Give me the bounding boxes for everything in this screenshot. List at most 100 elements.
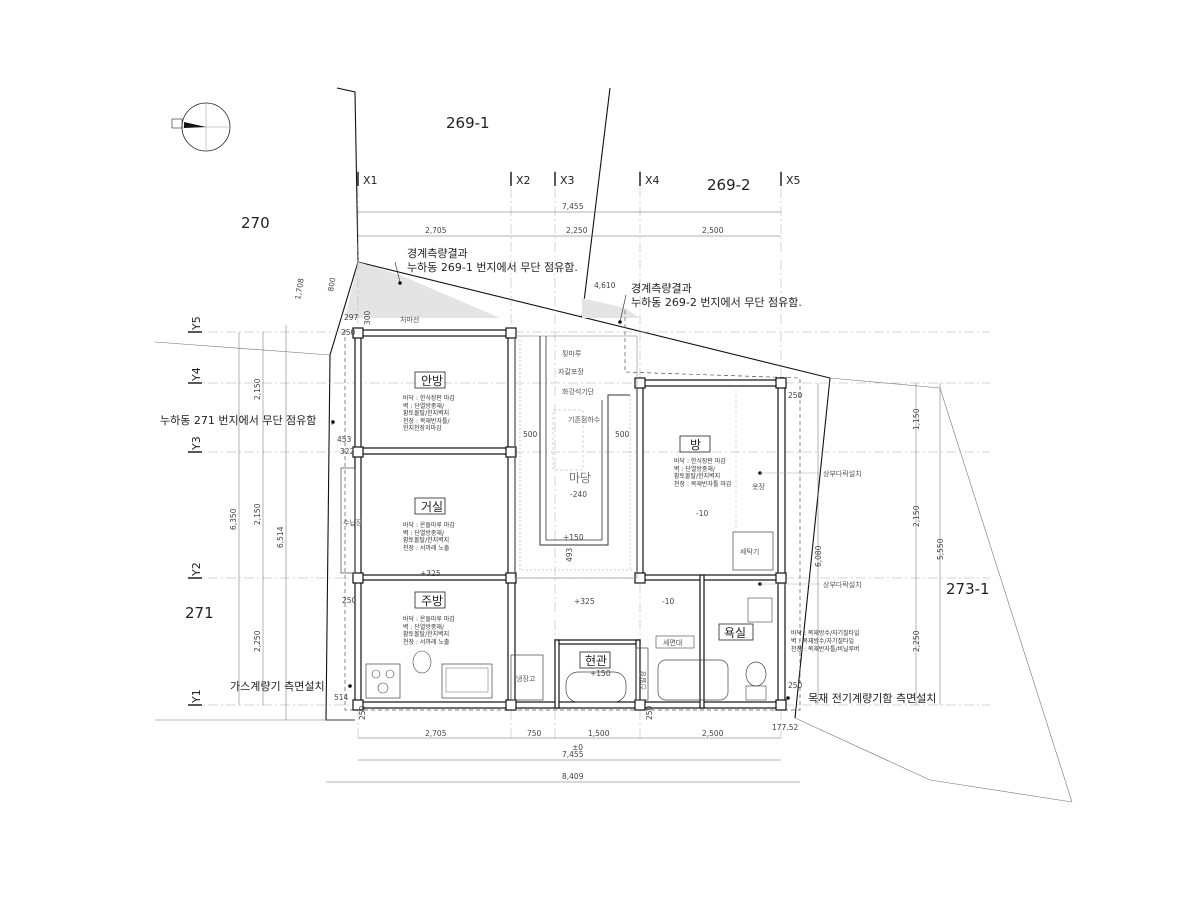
room-jubang: 주방 바닥 : 온돌마루 마감 벽 : 단열방중재/ 황토몰탈/한지벽지 천장 …	[403, 591, 455, 646]
dim-250-b: 250	[342, 596, 357, 605]
finish-line: 황토몰탈/한지벽지	[403, 536, 449, 544]
gas-meter-note: 가스계량기 측면설치	[230, 680, 352, 693]
courtyard	[514, 335, 638, 579]
grid-x2: X2	[516, 174, 531, 187]
dim-500-b: 500	[615, 430, 630, 439]
wall-dims: 250 250 250 250 250 250 300 297 453 322 …	[334, 310, 803, 720]
room-name-anbang: 안방	[421, 374, 443, 388]
table-icon	[412, 650, 432, 674]
label-garden-2: 자갈포장	[558, 367, 584, 376]
grid-y4: Y4	[190, 367, 203, 382]
grid-y2: Y2	[190, 562, 203, 577]
dim-250-a: 250	[341, 328, 356, 337]
dim-297: 297	[344, 313, 359, 322]
north-arrow-icon	[171, 102, 231, 152]
finish-line: 천장 : 목재반자틀/비닐루버	[791, 645, 860, 653]
elec-meter-note: 목재 전기계량기함 측면설치	[786, 692, 936, 705]
lot-label-273-1: 273-1	[946, 580, 990, 598]
level-hall: +325	[574, 597, 595, 606]
label-shoe-cabinet: 신발장	[638, 670, 647, 690]
encroach-note-271: 누하동 271 번지에서 무단 점유함	[160, 413, 335, 427]
room-yoksil: 욕실 바닥 : 목재방수/자기질타일 벽 : 목재방수/자기질타일 천장 : 목…	[718, 623, 860, 653]
note-survey-1-title: 경계측량결과	[407, 247, 468, 260]
note-survey-1-body: 누하동 269-1 번지에서 무단 점유함.	[407, 260, 578, 274]
toilet-icon	[745, 661, 767, 687]
finish-line: 바닥 : 온돌마루 마감	[403, 615, 455, 623]
finish-line: 황토몰탈/한지벽지	[674, 472, 720, 480]
grid-y5: Y5	[190, 316, 203, 331]
dim-300: 300	[363, 310, 372, 325]
label-washer: 세탁기	[740, 547, 759, 556]
room-bang: 방 바닥 : 한식장판 마감 벽 : 단열방중재/ 황토몰탈/한지벽지 천장 :…	[674, 435, 732, 518]
dimension-right: 1,150 2,150 2,250 5,550 6,080	[814, 383, 945, 705]
dimension-bottom: 2,705 750 1,500 2,500 7,455 8,409 177.52	[326, 723, 800, 783]
room-hyeongwan: 현관 +150	[579, 651, 611, 678]
finish-line: 바닥 : 온돌마루 마감	[403, 521, 455, 529]
dim-250-d: 250	[645, 705, 654, 720]
downspout-notes: 상부다락설치 상부다락설치	[758, 469, 862, 589]
finish-line: 바닥 : 한식장판 마감	[403, 394, 455, 402]
dim-493: 493	[565, 547, 574, 562]
finish-line: 벽 : 단열방중재/	[403, 623, 445, 631]
bathtub-icon	[657, 659, 729, 701]
finish-line: 천장 : 서까래 노출	[403, 544, 450, 552]
note-survey-2-body: 누하동 269-2 번지에서 무단 점유함.	[631, 295, 802, 309]
walls	[352, 327, 787, 711]
dim-bot-d: 2,500	[702, 729, 724, 738]
dim-bot-a: 2,705	[425, 729, 447, 738]
site-boundary	[154, 87, 1073, 803]
dim-right-b: 2,150	[912, 505, 921, 527]
dim-250-f: 250	[788, 681, 803, 690]
dim-right-inner: 6,080	[814, 545, 823, 567]
room-geosil: 거실 바닥 : 온돌마루 마감 벽 : 단열방중재/ 황토몰탈/한지벽지 천장 …	[403, 497, 455, 578]
dim-bot-total: 7,455	[562, 750, 584, 759]
dim-skew-2: 800	[326, 276, 337, 292]
finish-line: 바닥 : 한식장판 마감	[674, 457, 726, 465]
note-elec-meter: 목재 전기계량기함 측면설치	[808, 692, 936, 705]
dim-250-c: 250	[358, 705, 367, 720]
label-closet: 수납장	[343, 518, 363, 527]
grid-x4: X4	[645, 174, 660, 187]
grid-x5: X5	[786, 174, 801, 187]
note-downspout-2: 상부다락설치	[823, 580, 862, 589]
dim-top-total: 7,455	[562, 202, 584, 211]
room-anbang: 안방 바닥 : 한식장판 마감 벽 : 단열방중재/ 황토몰탈/한지벽지 천장 …	[403, 371, 455, 432]
fridge-icon	[510, 654, 544, 701]
room-name-geosil: 거실	[421, 500, 443, 514]
dim-500-a: 500	[523, 430, 538, 439]
dim-skew-3: 4,610	[594, 281, 616, 290]
finish-line: 벽 : 단열방중재/	[674, 465, 716, 473]
dim-left-a: 2,150	[253, 378, 262, 400]
dim-left-total: 6,350	[229, 508, 238, 530]
level-bang: -10	[696, 509, 708, 518]
dim-top-c: 2,500	[702, 226, 724, 235]
dim-top-a: 2,705	[425, 226, 447, 235]
encroach-area-2	[582, 298, 640, 318]
note-survey-2-title: 경계측량결과	[631, 282, 692, 295]
misc-labels: 수납장 냉장고 신발장 세면대 세탁기 옷장 처마선 툇마루 자갈포장 화강석기…	[343, 315, 765, 752]
level-hyeongwan: +150	[590, 669, 611, 678]
grid-y3: Y3	[190, 436, 203, 451]
finish-line: 천장 : 목재반자틀 마감	[674, 480, 732, 488]
room-name-madang: 마당	[569, 471, 591, 485]
lot-label-269-2: 269-2	[707, 176, 751, 194]
stove-icon	[365, 663, 401, 699]
note-downspout-1: 상부다락설치	[823, 469, 862, 478]
washbasin-icon	[747, 597, 773, 623]
dim-bot-b: 750	[527, 729, 542, 738]
lot-label-270: 270	[241, 214, 270, 232]
label-wardrobe: 옷장	[752, 482, 765, 491]
room-name-bang: 방	[690, 438, 701, 452]
dim-322: 322	[340, 447, 355, 456]
dim-right-total: 5,550	[936, 538, 945, 560]
encroach-area-1	[345, 262, 500, 318]
shoe-cabinet-icon	[635, 647, 649, 701]
level-geosil: +325	[420, 569, 441, 578]
note-encroach-271: 누하동 271 번지에서 무단 점유함	[160, 413, 316, 427]
closet-icon	[340, 467, 356, 574]
dimension-left: 2,150 2,150 2,250 6,350 6,514	[229, 325, 287, 720]
dim-left-b: 2,150	[253, 503, 262, 525]
dim-left-overall: 6,514	[276, 526, 285, 548]
dim-top-b: 2,250	[566, 226, 588, 235]
